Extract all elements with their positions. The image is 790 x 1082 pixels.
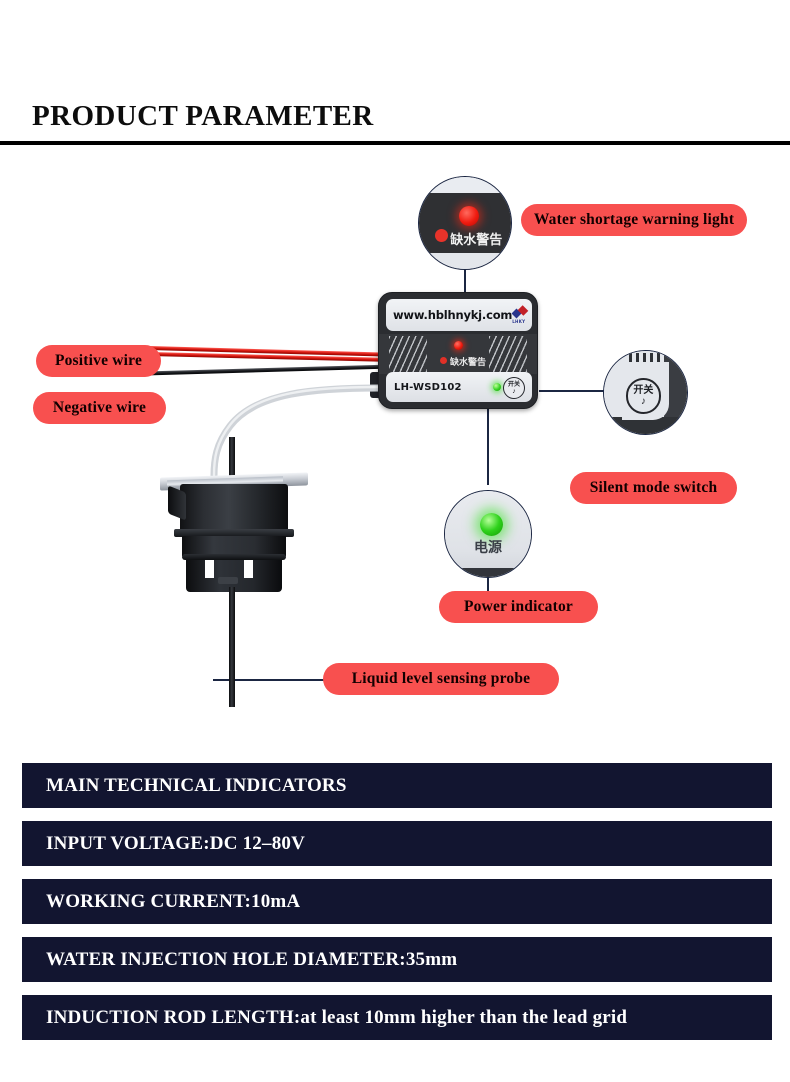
- spec-value: at least 10mm higher than the lead grid: [300, 1006, 628, 1028]
- callout-label: Negative wire: [52, 399, 147, 416]
- module-top-label-strip: www.hblhnykj.com LHKY: [386, 299, 532, 331]
- callout-power-indicator: Power indicator: [439, 591, 598, 623]
- magnifier-power-indicator: 电源: [444, 490, 532, 578]
- magnifier-power-bottom-strip: [445, 567, 531, 577]
- module-red-led-icon: [454, 341, 463, 350]
- callout-label: Power indicator: [463, 598, 574, 615]
- magnifier-warning-bottom-strip: [419, 253, 511, 269]
- speaker-grille-icon: [628, 352, 664, 362]
- magnifier-warning-top-strip: [419, 177, 511, 193]
- spec-row: INPUT VOLTAGE: DC 12–80V: [22, 821, 772, 866]
- spec-label: WORKING CURRENT:: [46, 890, 251, 912]
- callout-water-shortage-warning-light: Water shortage warning light: [521, 204, 747, 236]
- red-led-icon: [459, 206, 480, 227]
- spec-label: MAIN TECHNICAL INDICATORS: [46, 774, 347, 796]
- module-bottom-label-strip: LH-WSD102 开关 ♪: [386, 372, 532, 402]
- spec-label: INDUCTION ROD LENGTH:: [46, 1006, 301, 1028]
- module-center-panel: [379, 334, 537, 374]
- brand-logo-icon: LHKY: [511, 304, 529, 324]
- spec-row: MAIN TECHNICAL INDICATORS: [22, 763, 772, 808]
- probe-skirt: [186, 560, 282, 592]
- module-red-dot-icon: [440, 357, 447, 364]
- leader-line-power-pill: [487, 574, 489, 598]
- module-switch-label: 开关: [507, 380, 520, 388]
- speaker-grille-right-icon: [489, 336, 527, 372]
- magnifier-silent-switch: 开关 ♪: [603, 350, 688, 435]
- spec-label: WATER INJECTION HOLE DIAMETER:: [46, 948, 406, 970]
- callout-silent-mode-switch: Silent mode switch: [570, 472, 737, 504]
- callout-label: Liquid level sensing probe: [351, 670, 531, 687]
- callout-negative-wire: Negative wire: [33, 392, 166, 424]
- leader-line-probe-h: [213, 679, 330, 681]
- product-diagram: 缺水警告 Water shortage warning light 开关 ♪ S…: [0, 150, 790, 750]
- magnifier-power-label: 电源: [474, 540, 502, 557]
- spec-value: DC 12–80V: [209, 832, 306, 854]
- title-divider: [0, 141, 790, 145]
- page-title: PRODUCT PARAMETER: [32, 100, 374, 132]
- module-website-text: www.hblhnykj.com: [393, 308, 513, 322]
- probe-ring-middle: [182, 536, 286, 556]
- spec-row: INDUCTION ROD LENGTH: at least 10mm high…: [22, 995, 772, 1040]
- module-model-text: LH-WSD102: [394, 381, 462, 393]
- negative-wire-black: [124, 364, 381, 376]
- red-dot-icon: [434, 229, 448, 243]
- speaker-grille-left-icon: [389, 336, 427, 372]
- leader-line-power-v: [487, 394, 489, 485]
- magnifier-warning-light: 缺水警告: [418, 176, 512, 270]
- probe-rod-lower: [229, 587, 235, 707]
- spec-value: 35mm: [405, 948, 458, 970]
- callout-label: Positive wire: [54, 352, 143, 369]
- sensor-cable: [210, 384, 382, 478]
- module-green-led-icon: [493, 383, 501, 391]
- brand-logo-text: LHKY: [512, 318, 526, 324]
- green-led-icon: [480, 512, 504, 536]
- probe-tab: [218, 577, 238, 584]
- probe-body: [180, 484, 288, 530]
- spec-row: WORKING CURRENT: 10mA: [22, 879, 772, 924]
- probe-notch-right: [244, 560, 253, 578]
- probe-mounting-ear: [168, 485, 186, 521]
- module-warning-label: 缺水警告: [450, 358, 487, 368]
- probe-ring-lower: [182, 554, 286, 560]
- magnifier-warning-label: 缺水警告: [450, 232, 503, 248]
- technical-specifications: MAIN TECHNICAL INDICATORS INPUT VOLTAGE:…: [22, 763, 772, 1040]
- callout-positive-wire: Positive wire: [36, 345, 161, 377]
- module-bell-icon: ♪: [512, 386, 516, 395]
- probe-rod-upper: [229, 437, 235, 485]
- leader-line-switch-h: [539, 390, 607, 392]
- spec-label: INPUT VOLTAGE:: [46, 832, 210, 854]
- probe-notch-left: [205, 560, 214, 578]
- callout-label: Water shortage warning light: [533, 211, 735, 228]
- probe-ring-upper: [174, 529, 294, 537]
- module-silent-switch-icon[interactable]: 开关 ♪: [503, 377, 525, 399]
- bell-icon: ♪: [640, 395, 646, 407]
- silent-switch-label: 开关: [633, 384, 654, 396]
- spec-row: WATER INJECTION HOLE DIAMETER: 35mm: [22, 937, 772, 982]
- callout-label: Silent mode switch: [589, 479, 718, 496]
- magnifier-switch-shadow-bottom: [604, 417, 687, 434]
- leader-line-warning-light: [464, 260, 466, 306]
- callout-liquid-level-sensing-probe: Liquid level sensing probe: [323, 663, 559, 695]
- magnifier-switch-shadow-right: [663, 351, 687, 434]
- spec-value: 10mA: [251, 890, 301, 912]
- silent-switch-button-icon: 开关 ♪: [625, 378, 662, 414]
- controller-module: www.hblhnykj.com LHKY 缺水警告 LH-WSD102 开关: [378, 292, 538, 409]
